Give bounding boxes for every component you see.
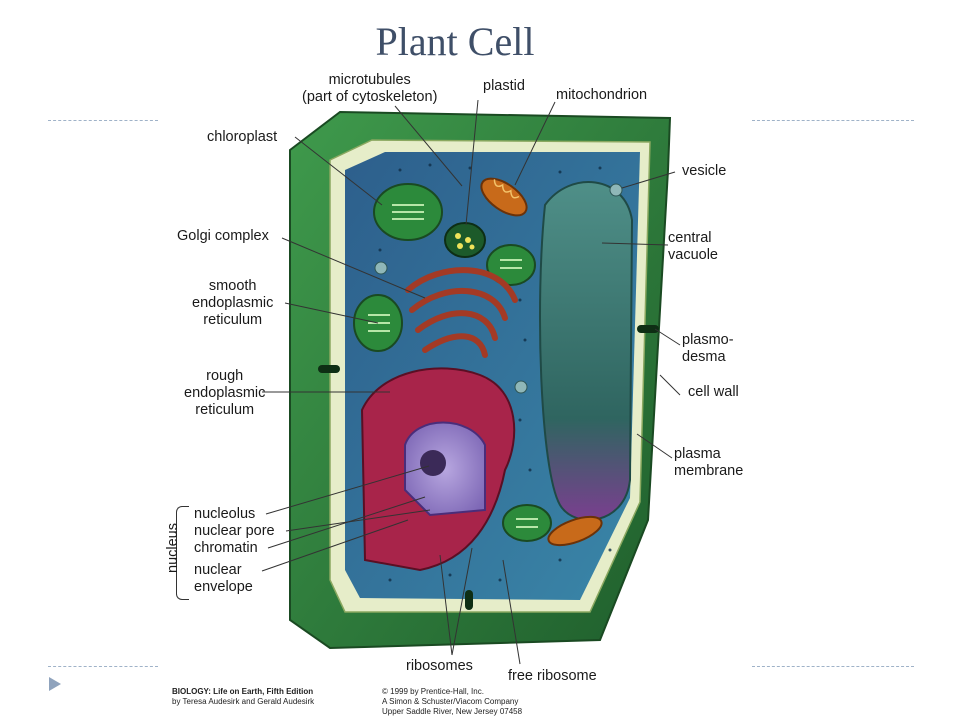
label-vesicle: vesicle <box>682 163 727 179</box>
label-smooth-er: smooth endoplasmic reticulum <box>192 278 274 328</box>
label-microtubules: microtubules (part of cytoskeleton) <box>302 72 438 105</box>
credit-copyright-2: A Simon & Schuster/Viacom Company <box>382 697 519 706</box>
label-central-vacuole: central vacuole <box>668 230 718 263</box>
label-plastid: plastid <box>483 78 525 94</box>
divider-bottom-right <box>752 666 914 667</box>
label-chromatin: chromatin <box>194 540 258 556</box>
leader-lines <box>261 99 681 665</box>
mitochondrion-1 <box>480 177 528 217</box>
chloroplast-4 <box>502 504 552 542</box>
label-nucleolus: nucleolus <box>194 506 256 522</box>
label-cell-wall: cell wall <box>688 384 739 400</box>
label-golgi-complex: Golgi complex <box>177 228 269 244</box>
credit-copyright-3: Upper Saddle River, New Jersey 07458 <box>382 707 523 716</box>
divider-bottom-left <box>48 666 158 667</box>
label-plasmodesma: plasmo- desma <box>682 332 734 365</box>
nucleolus <box>420 450 446 476</box>
slide-title: Plant Cell <box>375 19 535 64</box>
divider-top-right <box>752 120 914 121</box>
label-chloroplast: chloroplast <box>207 129 278 145</box>
central-vacuole <box>539 181 634 521</box>
label-nucleus: nucleus <box>164 523 181 573</box>
label-mitochondrion: mitochondrion <box>556 87 648 103</box>
credit-book-title: BIOLOGY: Life on Earth, Fifth Edition <box>172 687 314 696</box>
chloroplast-1 <box>373 183 443 241</box>
label-nuclear-envelope: nuclear envelope <box>194 562 253 595</box>
label-ribosomes: ribosomes <box>406 658 473 674</box>
bullet-triangle-icon <box>49 677 61 691</box>
golgi-complex <box>405 267 518 358</box>
chloroplast-2 <box>486 244 536 286</box>
credit-copyright-1: © 1999 by Prentice-Hall, Inc. <box>382 687 484 696</box>
label-free-ribosome: free ribosome <box>508 668 597 684</box>
nucleus <box>404 421 486 517</box>
label-plasma-membrane: plasma membrane <box>674 446 744 479</box>
nucleus-bracket <box>176 506 189 600</box>
divider-top-left <box>48 120 158 121</box>
mitochondrion-2 <box>547 515 603 547</box>
credit-authors: by Teresa Audesirk and Gerald Audesirk <box>172 697 315 706</box>
label-rough-er: rough endoplasmic reticulum <box>184 368 266 418</box>
label-nuclear-pore: nuclear pore <box>194 523 275 539</box>
